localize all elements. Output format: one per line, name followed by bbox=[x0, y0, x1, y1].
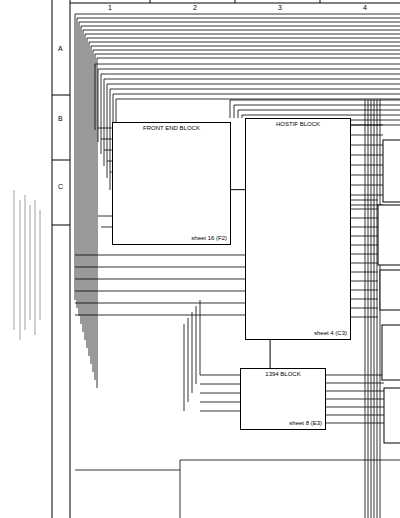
wire bbox=[98, 216, 112, 217]
block-box: HOSTIF BLOCK sheet 4 (C3) bbox=[245, 118, 351, 340]
wire bbox=[234, 105, 235, 118]
wire bbox=[97, 58, 98, 388]
grid-row-letter: B bbox=[57, 115, 64, 123]
wire bbox=[234, 105, 400, 106]
wire bbox=[196, 306, 197, 384]
wire bbox=[95, 54, 400, 55]
wire bbox=[200, 402, 240, 403]
wire bbox=[75, 267, 245, 268]
wire bbox=[98, 69, 400, 70]
wire bbox=[238, 110, 400, 111]
wire bbox=[107, 84, 108, 178]
wire bbox=[101, 74, 102, 154]
grid-column-number: 1 bbox=[107, 4, 113, 12]
wire bbox=[75, 14, 76, 300]
wire bbox=[242, 115, 400, 116]
block-title: FRONT END BLOCK bbox=[113, 125, 230, 132]
wire bbox=[374, 100, 375, 518]
wire bbox=[113, 94, 400, 95]
wire bbox=[75, 279, 245, 280]
wire bbox=[188, 318, 189, 402]
wire bbox=[200, 375, 240, 376]
wire bbox=[110, 89, 111, 190]
wire bbox=[95, 64, 96, 130]
wire bbox=[110, 89, 400, 90]
wire bbox=[89, 42, 90, 356]
block-box: FRONT END BLOCK sheet 16 (F2) bbox=[112, 122, 231, 245]
wire bbox=[180, 460, 400, 461]
wire bbox=[180, 460, 181, 518]
wire bbox=[77, 18, 400, 19]
wire bbox=[200, 300, 201, 375]
wire bbox=[104, 79, 105, 166]
wire bbox=[79, 22, 80, 316]
wire bbox=[75, 315, 245, 316]
wire bbox=[104, 150, 112, 151]
wire bbox=[85, 34, 86, 340]
block-box: 1394 BLOCK sheet 8 (E3) bbox=[240, 368, 326, 430]
wire bbox=[230, 100, 400, 101]
wire bbox=[200, 411, 240, 412]
wire bbox=[371, 100, 372, 518]
wire bbox=[101, 227, 112, 228]
wire bbox=[81, 26, 400, 27]
wire bbox=[79, 22, 400, 23]
wire bbox=[83, 30, 84, 332]
wire bbox=[98, 69, 99, 142]
wire bbox=[200, 384, 240, 385]
grid-column-number: 3 bbox=[277, 4, 283, 12]
wire bbox=[83, 30, 400, 31]
sheet-reference: sheet 4 (C3) bbox=[314, 330, 347, 337]
wire bbox=[107, 84, 400, 85]
sheet-reference: sheet 8 (E3) bbox=[289, 420, 322, 427]
wire bbox=[200, 393, 240, 394]
wire bbox=[85, 34, 400, 35]
wire bbox=[75, 14, 400, 15]
wire bbox=[75, 255, 245, 256]
wire bbox=[192, 312, 193, 393]
wire bbox=[116, 99, 400, 100]
block-title: 1394 BLOCK bbox=[241, 371, 325, 378]
wire bbox=[104, 79, 400, 80]
wire bbox=[91, 46, 92, 364]
wire bbox=[93, 50, 94, 372]
wire bbox=[230, 100, 231, 118]
wire bbox=[242, 115, 243, 118]
block-title: HOSTIF BLOCK bbox=[246, 121, 350, 128]
wire bbox=[95, 64, 400, 65]
bus-connector bbox=[270, 340, 271, 368]
sheet-reference: sheet 16 (F2) bbox=[191, 235, 227, 242]
wire bbox=[77, 18, 78, 308]
wire bbox=[75, 470, 180, 471]
wire bbox=[238, 110, 239, 118]
wire bbox=[101, 74, 400, 75]
wire bbox=[75, 303, 245, 304]
wire bbox=[87, 38, 400, 39]
wire bbox=[365, 100, 366, 518]
grid-row-letter: C bbox=[57, 183, 64, 191]
grid-row-letter: A bbox=[57, 45, 64, 53]
wire bbox=[87, 38, 88, 348]
wire bbox=[75, 291, 245, 292]
wire bbox=[184, 324, 185, 411]
wire bbox=[101, 139, 112, 140]
wire bbox=[91, 46, 400, 47]
wire bbox=[93, 50, 400, 51]
bus-connector bbox=[231, 189, 245, 190]
wire bbox=[95, 54, 96, 380]
wire bbox=[368, 100, 369, 518]
wire bbox=[377, 100, 378, 518]
wire bbox=[98, 128, 112, 129]
wire bbox=[89, 42, 400, 43]
wire bbox=[97, 58, 400, 59]
grid-column-number: 2 bbox=[192, 4, 198, 12]
grid-column-number: 4 bbox=[362, 4, 368, 12]
